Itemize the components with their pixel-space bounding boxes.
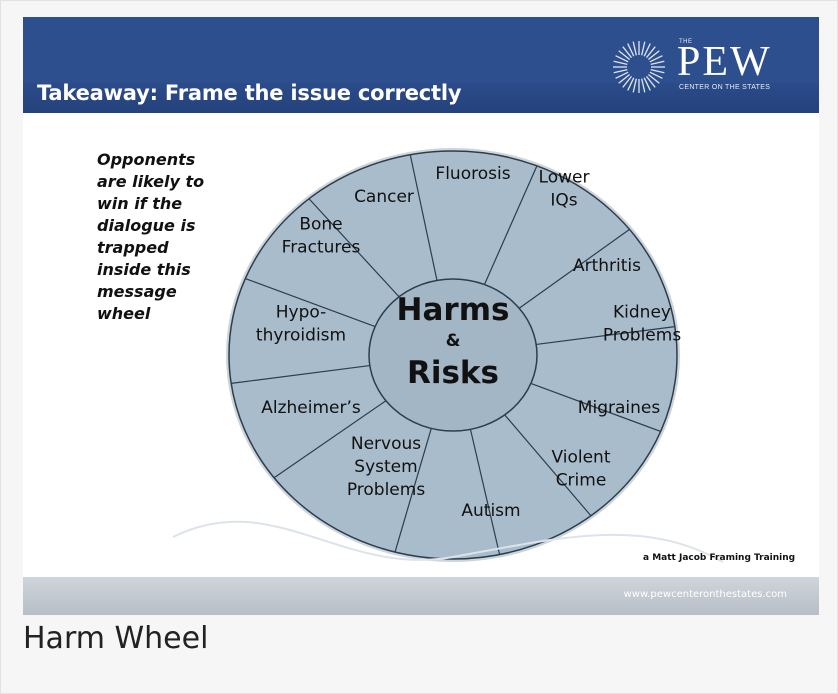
sunburst-ray bbox=[641, 41, 646, 56]
wheel-center bbox=[368, 278, 538, 432]
logo-name: PEW bbox=[677, 39, 772, 85]
sunburst-ray bbox=[641, 78, 646, 93]
wheel-segment-label: Fluorosis bbox=[435, 164, 510, 184]
side-note: Opponents are likely to win if the dialo… bbox=[97, 149, 247, 325]
sunburst-ray bbox=[649, 55, 663, 63]
wheel-divider bbox=[536, 326, 675, 346]
sunburst-ray bbox=[645, 75, 656, 88]
sunburst-ray bbox=[650, 60, 665, 65]
wheel-center-subtitle: Risks bbox=[407, 355, 499, 391]
pew-logo: THE PEW CENTER ON THE STATES bbox=[609, 37, 809, 97]
sunburst-ray bbox=[645, 46, 656, 59]
wheel-segment-label: Problems bbox=[347, 480, 426, 500]
wheel-divider bbox=[409, 154, 438, 281]
side-note-line: wheel bbox=[97, 304, 151, 323]
sunburst-ray bbox=[647, 50, 660, 61]
wheel-divider bbox=[231, 364, 370, 384]
wheel-center-title: Harms bbox=[397, 292, 510, 328]
image-caption: Harm Wheel bbox=[23, 621, 209, 656]
wheel-divider bbox=[530, 382, 661, 432]
sunburst-ray bbox=[618, 73, 631, 84]
wheel-segment-label: IQs bbox=[550, 191, 577, 211]
wheel-divider bbox=[308, 198, 400, 298]
logo-small-text: THE bbox=[679, 39, 693, 45]
sunburst-ray bbox=[643, 77, 651, 91]
slide-image: Takeaway: Frame the issue correctly THE … bbox=[23, 17, 819, 615]
message-wheel: Fluorosis LowerIQsArthritisKidneyProblems… bbox=[172, 148, 724, 563]
slide-title: Takeaway: Frame the issue correctly bbox=[37, 81, 462, 105]
wheel-divider bbox=[245, 278, 376, 328]
wheel-segment-label: Cancer bbox=[354, 187, 414, 207]
sunburst-ray bbox=[632, 41, 637, 56]
sunburst-ray bbox=[615, 71, 629, 79]
wheel-segment-label: Bone bbox=[299, 215, 342, 235]
wheel-divider bbox=[518, 228, 630, 309]
slide-header-band bbox=[23, 83, 819, 113]
wheel-segment-label: Arthritis bbox=[573, 256, 641, 276]
side-note-line: win if the bbox=[97, 194, 183, 213]
wheel-divider bbox=[469, 429, 501, 555]
wheel-segment-label: Crime bbox=[556, 471, 607, 491]
wheel-segment-label: Hypo- bbox=[276, 303, 327, 323]
sunburst-ray bbox=[622, 46, 633, 59]
wheel-divider bbox=[394, 428, 432, 553]
wheel-segment-label: thyroidism bbox=[256, 326, 346, 346]
wheel-divider bbox=[504, 414, 592, 517]
sunburst-ray bbox=[613, 69, 628, 74]
wheel-segment-label: Migraines bbox=[578, 398, 661, 418]
sunburst-ray bbox=[627, 77, 635, 91]
sunburst-ray bbox=[615, 55, 629, 63]
wheel-segment-label: Kidney bbox=[613, 303, 671, 323]
wheel-segment-label: Violent bbox=[551, 448, 610, 468]
logo-subtitle: CENTER ON THE STATES bbox=[679, 84, 771, 91]
sunburst-ray bbox=[647, 73, 660, 84]
side-note-line: Opponents bbox=[97, 150, 196, 169]
wheel-segment-label: Nervous bbox=[351, 434, 421, 454]
credit-text: a Matt Jacob Framing Training bbox=[643, 553, 796, 563]
sunburst-ray bbox=[632, 78, 637, 93]
slide-footer: www.pewcenteronthestates.com bbox=[23, 577, 819, 615]
wheel-segment-label: Alzheimer’s bbox=[261, 398, 361, 418]
wheel-segment-label: Autism bbox=[461, 501, 520, 521]
sunburst-ray bbox=[627, 43, 635, 57]
decorative-swirl bbox=[172, 520, 724, 563]
sunburst-icon bbox=[613, 41, 665, 93]
sunburst-ray bbox=[622, 75, 633, 88]
wheel-segment-label: Problems bbox=[603, 326, 682, 346]
sunburst-ray bbox=[643, 43, 651, 57]
wheel-segment-label: Fractures bbox=[282, 238, 361, 258]
wheel-segment-label: System bbox=[354, 457, 417, 477]
side-note-line: inside this bbox=[97, 260, 191, 279]
wheel-divider bbox=[273, 400, 387, 479]
sunburst-ray bbox=[649, 71, 663, 79]
sunburst-ray bbox=[650, 69, 665, 74]
side-note-line: trapped bbox=[97, 238, 169, 257]
side-note-line: message bbox=[97, 282, 177, 301]
side-note-line: dialogue is bbox=[97, 216, 196, 235]
wheel-divider bbox=[483, 165, 538, 285]
sunburst-ray bbox=[613, 60, 628, 65]
footer-url: www.pewcenteronthestates.com bbox=[623, 589, 787, 600]
side-note-line: are likely to bbox=[97, 172, 205, 191]
sunburst-ray bbox=[618, 50, 631, 61]
wheel-center-ampersand: & bbox=[446, 331, 461, 351]
wheel-segment-label: Lower bbox=[539, 168, 590, 188]
